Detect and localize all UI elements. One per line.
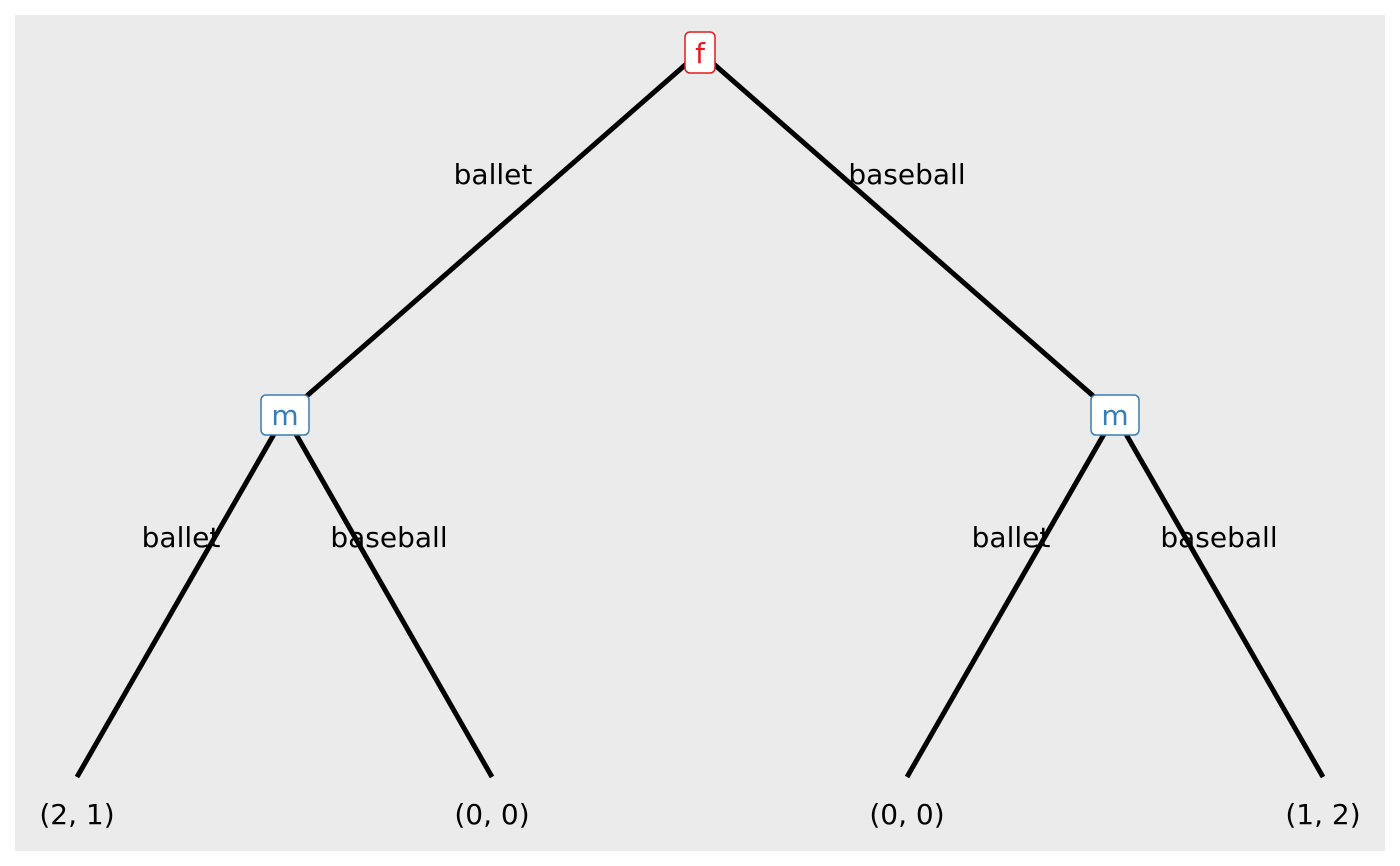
edge-label-left-baseball: baseball [330,521,447,554]
node-left-m: m [260,394,310,436]
edge-right-ballet [904,413,1118,779]
edge-root-ballet [283,50,702,417]
edge-label-right-ballet: ballet [972,521,1051,554]
edge-right-baseball [1112,413,1326,779]
plot-background [15,15,1385,851]
edge-label-left-ballet: ballet [142,521,221,554]
node-root-f: f [684,31,716,74]
edge-left-baseball [282,413,495,779]
edge-left-ballet [74,413,288,779]
edge-label-root-ballet: ballet [454,158,533,191]
node-root-label: f [695,37,706,70]
payoff-leaf-4: (1, 2) [1285,798,1360,831]
node-root-box [684,31,716,74]
node-right-m: m [1090,394,1140,436]
node-left-box [260,394,310,436]
edge-root-baseball [698,50,1117,417]
payoff-leaf-2: (0, 0) [454,798,529,831]
edge-label-root-baseball: baseball [848,158,965,191]
edge-label-right-baseball: baseball [1160,521,1277,554]
node-right-label: m [1101,399,1128,432]
payoff-leaf-1: (2, 1) [39,798,114,831]
node-right-box [1090,394,1140,436]
payoff-leaf-3: (0, 0) [869,798,944,831]
node-left-label: m [271,399,298,432]
